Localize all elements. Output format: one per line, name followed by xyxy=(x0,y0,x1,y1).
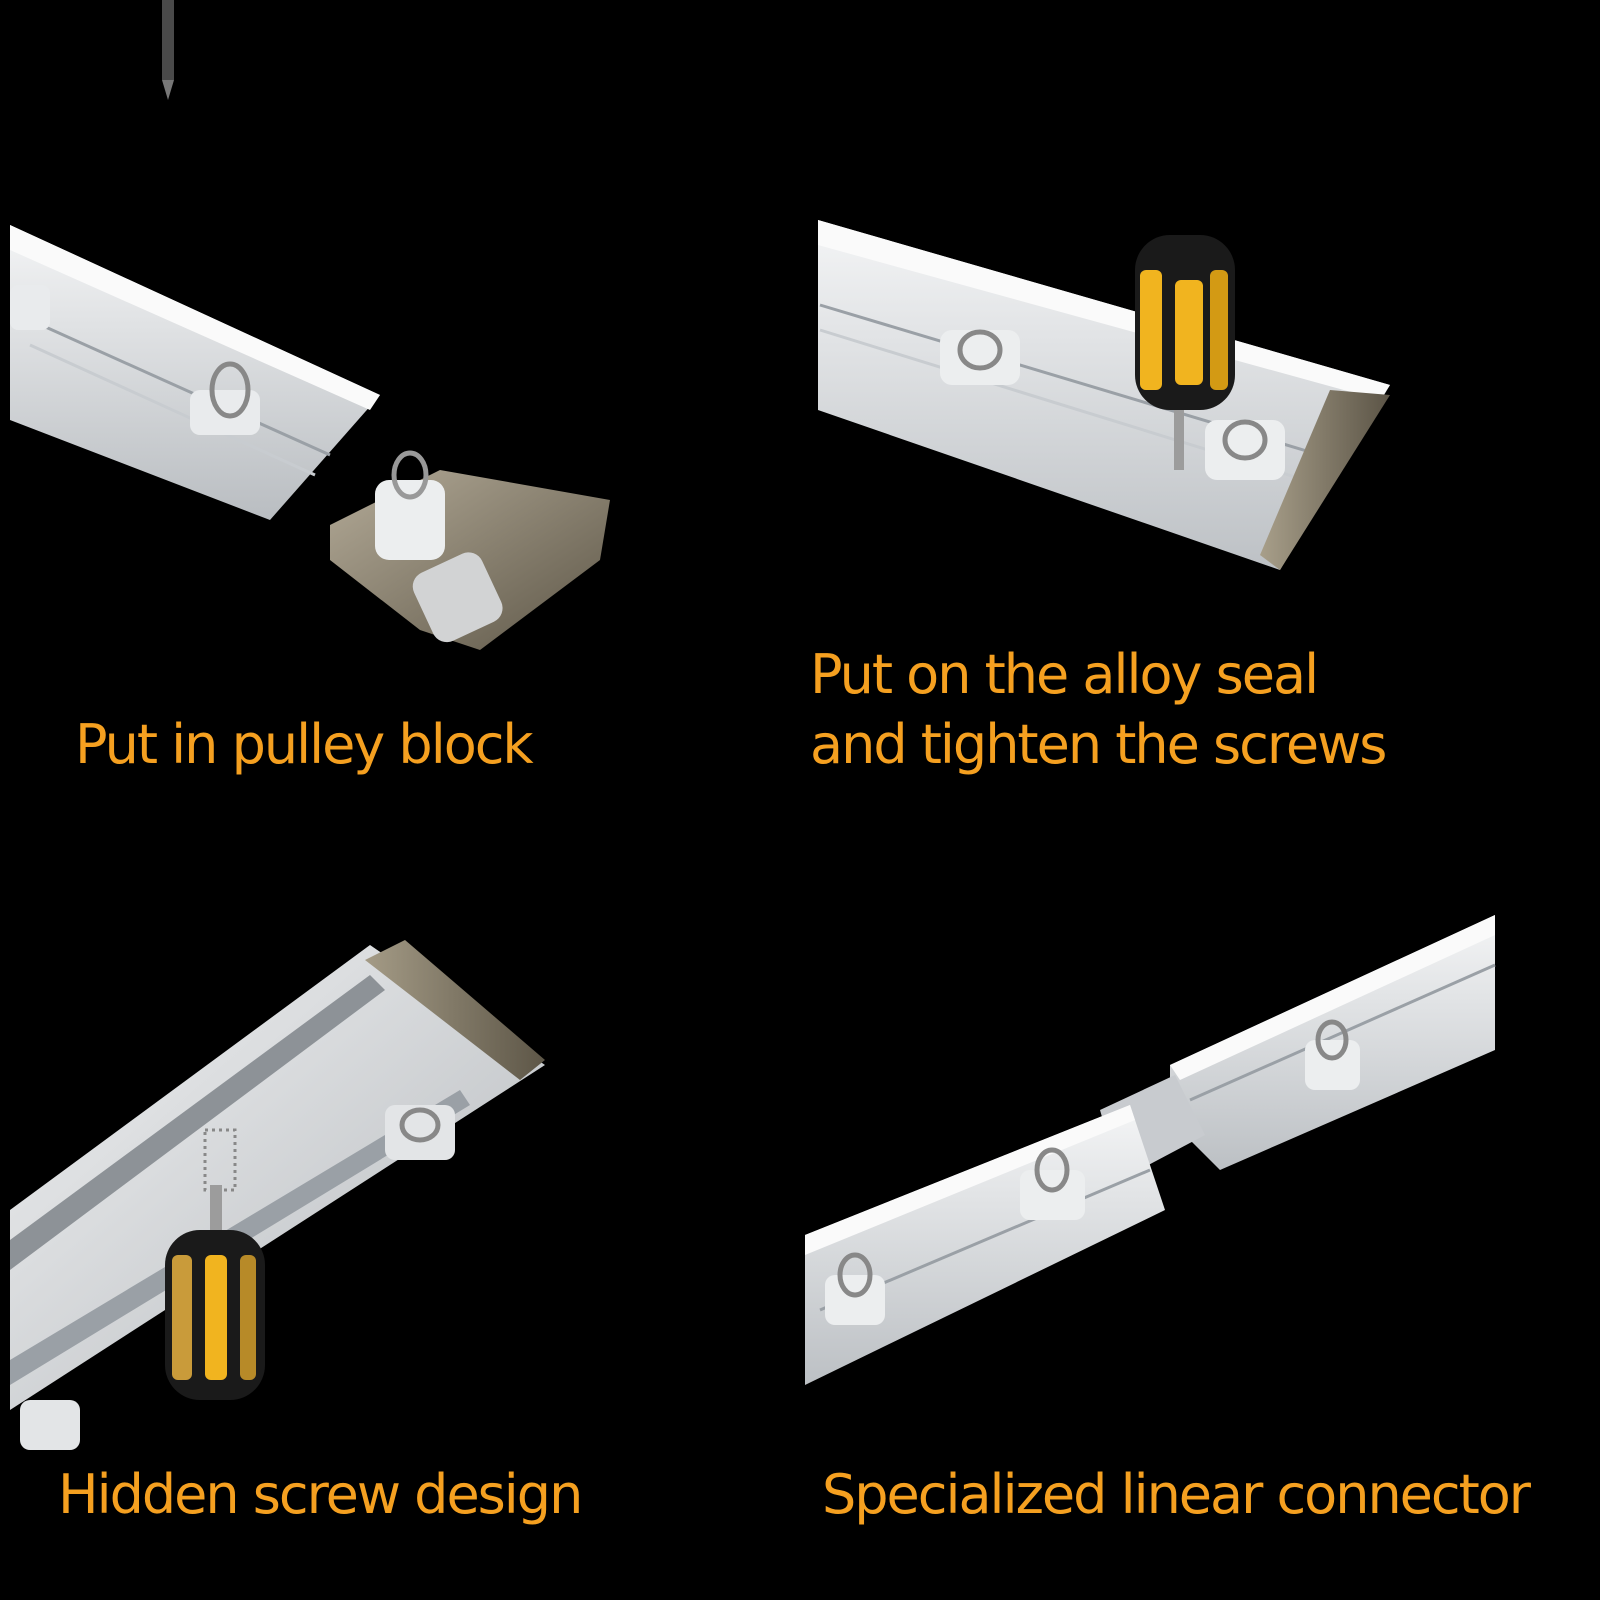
caption-line: Put in pulley block xyxy=(75,713,534,776)
caption-pulley-block: Put in pulley block xyxy=(75,710,534,780)
caption-linear-connector: Specialized linear connector xyxy=(822,1460,1531,1530)
panel-pulley-block: Put in pulley block xyxy=(0,0,800,800)
pulley-block-rail-illustration xyxy=(10,0,610,650)
panel-linear-connector: Specialized linear connector xyxy=(800,800,1600,1600)
linear-connector-illustration xyxy=(805,915,1496,1385)
caption-line: Hidden screw design xyxy=(58,1463,583,1526)
panel-hidden-screw: Hidden screw design xyxy=(0,800,800,1600)
caption-line: Specialized linear connector xyxy=(822,1463,1531,1526)
caption-hidden-screw: Hidden screw design xyxy=(58,1460,583,1530)
caption-line-1: Put on the alloy seal xyxy=(810,643,1319,706)
panel-alloy-seal: Put on the alloy seal and tighten the sc… xyxy=(800,0,1600,800)
caption-alloy-seal: Put on the alloy seal and tighten the sc… xyxy=(810,640,1387,780)
alloy-seal-screwdriver-illustration xyxy=(818,220,1390,570)
caption-line-2: and tighten the screws xyxy=(810,713,1387,776)
hidden-screw-illustration xyxy=(10,940,545,1450)
